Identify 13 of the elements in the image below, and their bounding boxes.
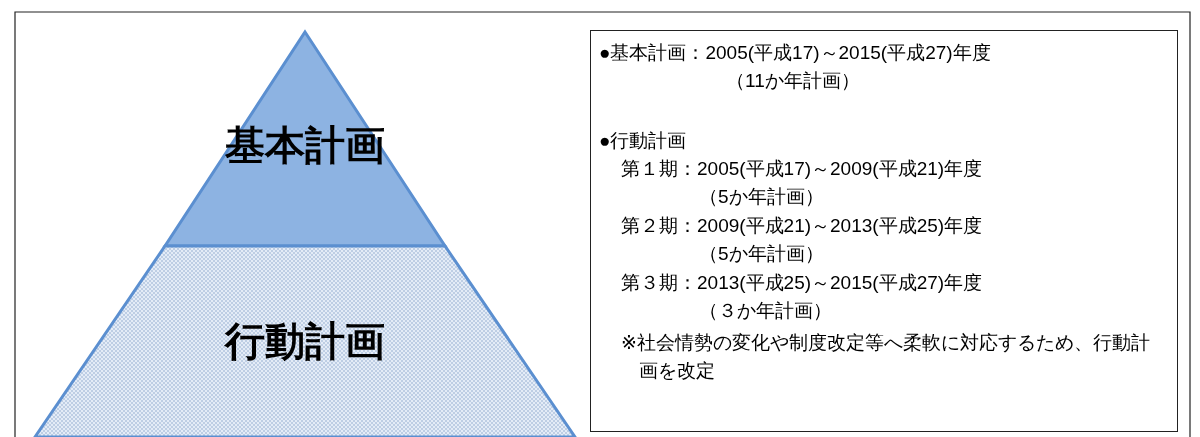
text-line: （5か年計画）	[699, 185, 824, 209]
text-line: 第２期：2009(平成21)～2013(平成25)年度	[621, 214, 983, 238]
text-line: 第３期：2013(平成25)～2015(平成27)年度	[621, 271, 983, 295]
tier-label: 行動計画	[223, 318, 386, 365]
tier-label: 基本計画	[224, 122, 386, 169]
text-line: （11か年計画）	[726, 69, 860, 93]
text-line: ●基本計画：2005(平成17)～2015(平成27)年度	[599, 41, 991, 65]
text-panel	[590, 30, 1178, 432]
text-line: ※社会情勢の変化や制度改定等へ柔軟に対応するため、行動計画を改定	[621, 331, 1151, 383]
text-line: ●行動計画	[599, 129, 687, 153]
text-line: （３か年計画）	[699, 299, 832, 323]
text-line: 第１期：2005(平成17)～2009(平成21)年度	[621, 157, 983, 181]
text-line: （5か年計画）	[699, 242, 824, 266]
